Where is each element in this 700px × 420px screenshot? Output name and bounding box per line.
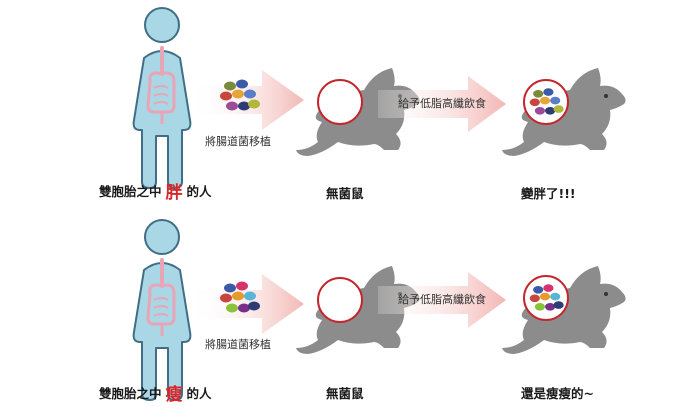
bacteria-cluster-2	[220, 281, 260, 313]
result-label-1: 變胖了!!!	[521, 186, 576, 201]
bacterium	[248, 99, 260, 109]
donor-prefix-2: 雙胞胎之中	[99, 386, 162, 401]
donor-highlight-1: 胖	[165, 183, 183, 203]
bacterium	[232, 291, 244, 301]
bacterium	[550, 292, 561, 301]
transplant-label-2: 將腸道菌移植	[205, 338, 271, 351]
germfree-label-2: 無菌鼠	[326, 386, 364, 401]
bacterium	[238, 101, 250, 111]
germ-free-mouse-ring-1	[317, 79, 363, 125]
bacterium	[533, 89, 544, 98]
bacterium	[550, 96, 561, 105]
germfree-label-1: 無菌鼠	[326, 186, 364, 201]
germ-free-mouse-ring-2	[317, 277, 363, 323]
bacterium	[236, 79, 248, 89]
donor-label-2: 雙胞胎之中瘦的人	[99, 385, 212, 405]
bacterium	[236, 281, 248, 291]
bacterium	[553, 105, 564, 113]
diet-label-2: 給予低脂高纖飲食	[398, 293, 486, 306]
result-bacteria-2	[529, 284, 564, 311]
bacteria-cluster-1	[220, 79, 260, 111]
donor-label-1: 雙胞胎之中胖的人	[99, 183, 212, 203]
bacterium	[543, 284, 554, 292]
bacterium	[539, 292, 551, 301]
bacterium	[226, 101, 238, 111]
bacterium	[545, 302, 556, 311]
bacterium	[539, 96, 551, 105]
bacterium	[529, 294, 540, 303]
transplant-arrow-2	[190, 274, 304, 334]
bacterium	[534, 106, 546, 115]
result-bacteria-1	[529, 88, 564, 115]
bacterium	[529, 98, 540, 107]
bacterium	[553, 301, 564, 309]
bacterium	[224, 283, 236, 293]
donor-prefix-1: 雙胞胎之中	[99, 184, 162, 199]
bacterium	[244, 291, 256, 301]
bacterium	[220, 293, 232, 303]
transplant-arrow-1	[190, 70, 304, 130]
bacterium	[534, 302, 546, 311]
donor-highlight-2: 瘦	[165, 385, 183, 405]
bacterium	[238, 303, 250, 313]
bacterium	[224, 81, 236, 91]
bacterium	[226, 303, 238, 313]
transplant-label-1: 將腸道菌移植	[205, 135, 271, 148]
diet-arrow-1	[378, 76, 506, 132]
bacterium	[533, 285, 544, 294]
diet-arrow-2	[378, 272, 506, 328]
bacterium	[248, 301, 260, 311]
bacterium	[543, 88, 554, 96]
result-label-2: 還是瘦瘦的~	[521, 386, 594, 401]
bacterium	[232, 89, 244, 99]
donor-suffix-1: 的人	[186, 184, 212, 199]
bacterium	[220, 91, 232, 101]
bacterium	[244, 89, 256, 99]
bacterium	[545, 106, 556, 115]
donor-suffix-2: 的人	[186, 386, 212, 401]
diet-label-1: 給予低脂高纖飲食	[398, 97, 486, 110]
